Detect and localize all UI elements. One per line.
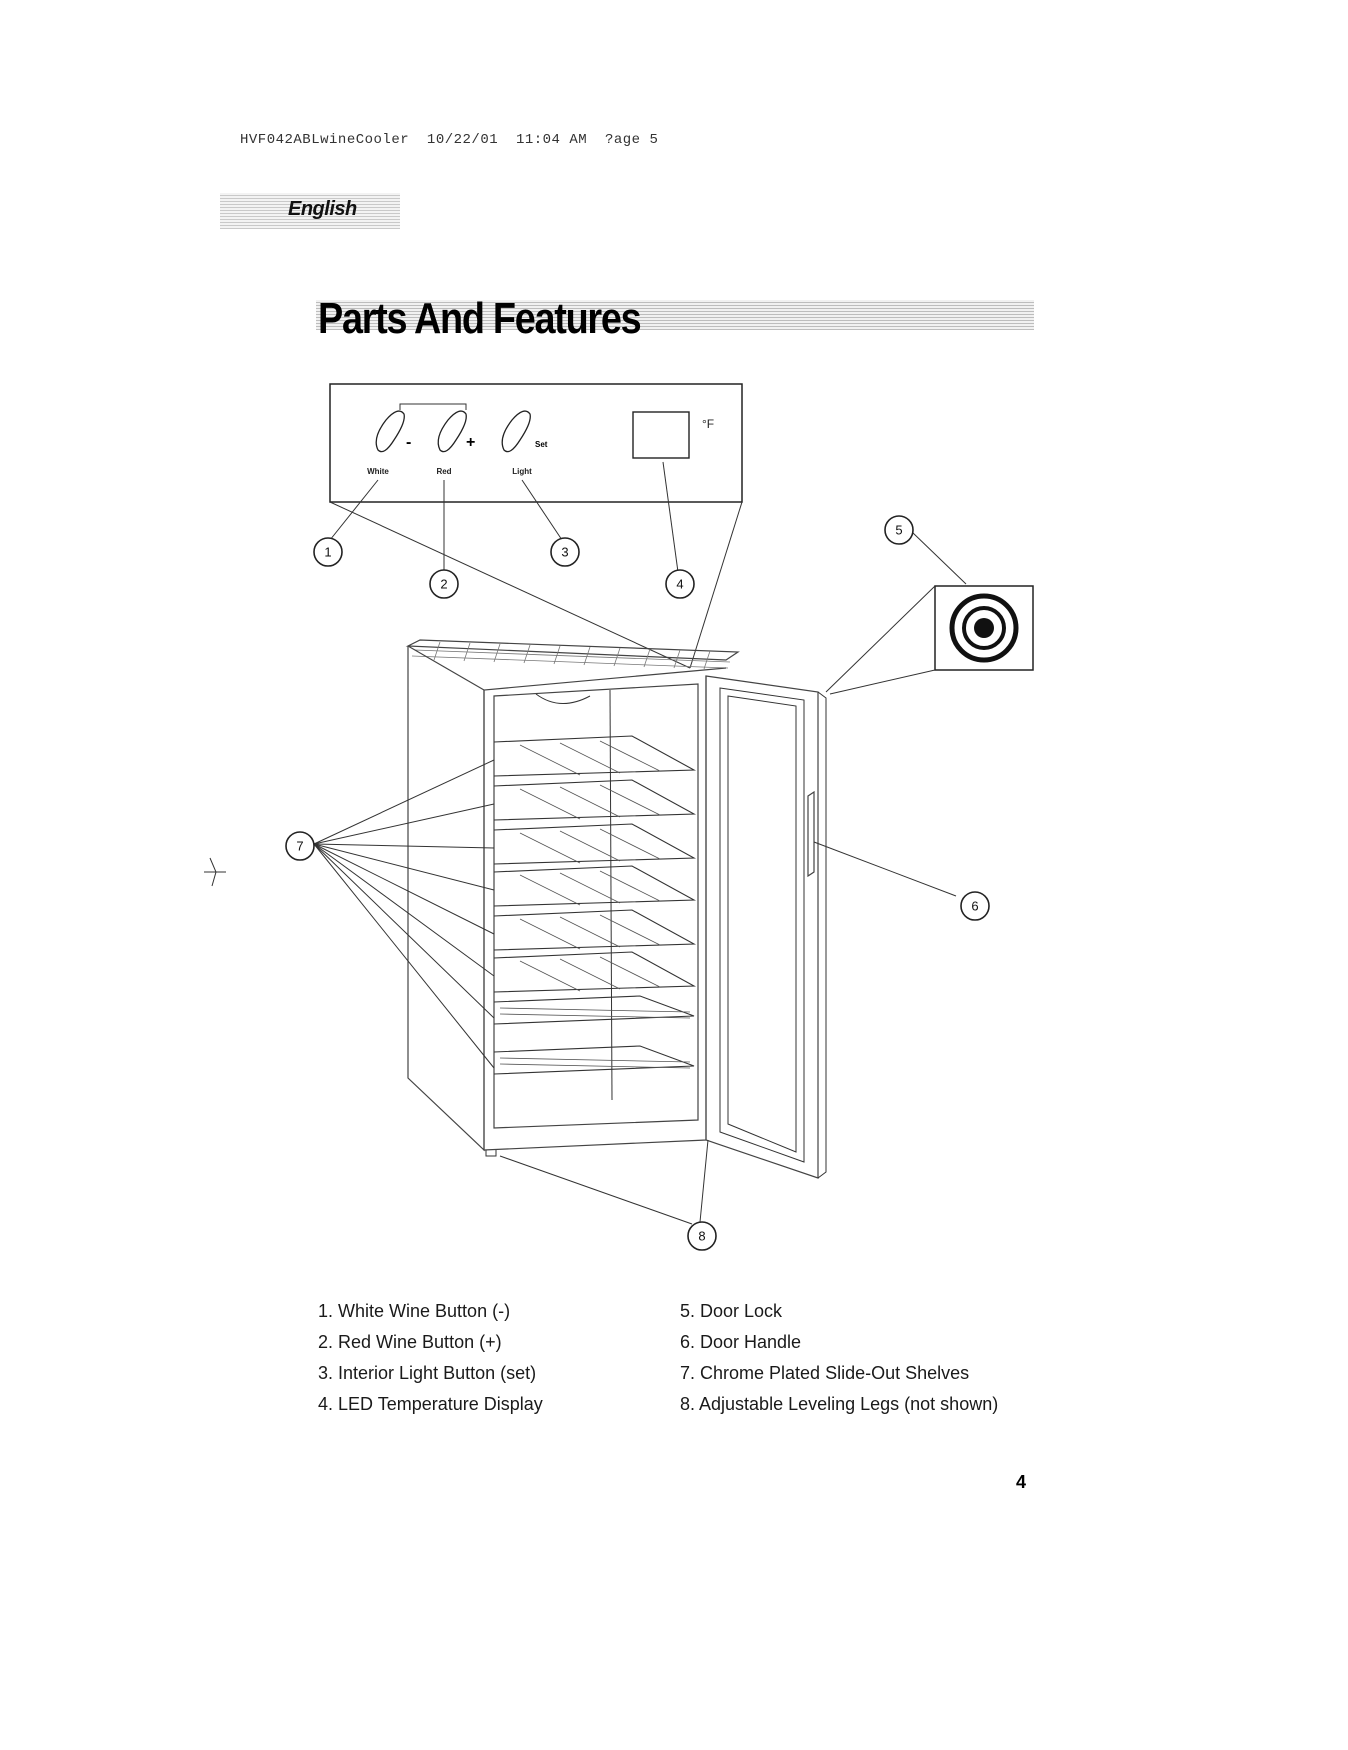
- control-panel: - White + Red Set Light °F: [329, 383, 743, 503]
- language-tab: English: [220, 193, 400, 229]
- light-button-label: Light: [512, 467, 532, 476]
- door-lock-inset: [934, 585, 1034, 671]
- red-wine-button-symbol: +: [466, 434, 475, 451]
- list-item: 7. Chrome Plated Slide-Out Shelves: [680, 1363, 970, 1383]
- shelves: [493, 735, 697, 1075]
- door: [705, 675, 827, 1179]
- red-wine-button: + Red: [436, 410, 475, 476]
- list-item: 6. Door Handle: [680, 1332, 802, 1352]
- led-display: °F: [632, 411, 714, 459]
- svg-text:2: 2: [440, 577, 447, 592]
- parts-list-left: 1. White Wine Button (-) 2. Red Wine But…: [318, 1296, 543, 1420]
- print-header: HVF042ABLwineCooler 10/22/01 11:04 AM ?a…: [240, 132, 659, 148]
- page-title: Parts And Features: [318, 294, 642, 343]
- callout-7-leaders: [313, 759, 495, 1069]
- list-item: 2. Red Wine Button (+): [318, 1332, 502, 1352]
- title-band: [316, 300, 1034, 330]
- svg-text:3: 3: [561, 545, 568, 560]
- white-wine-button: - White: [367, 410, 411, 476]
- white-wine-button-symbol: -: [406, 434, 411, 451]
- callout-2: 2: [429, 569, 459, 599]
- light-button: Set Light: [501, 410, 548, 476]
- svg-text:4: 4: [676, 577, 683, 592]
- parts-list-right: 5. Door Lock 6. Door Handle 7. Chrome Pl…: [680, 1296, 998, 1420]
- list-item: 4. LED Temperature Display: [318, 1394, 543, 1414]
- red-wine-button-label: Red: [436, 467, 451, 476]
- callout-5: 5: [884, 515, 914, 545]
- callout-8: 8: [687, 1221, 717, 1251]
- list-item: 1. White Wine Button (-): [318, 1301, 511, 1321]
- list-item: 3. Interior Light Button (set): [318, 1363, 537, 1383]
- light-button-symbol: Set: [535, 440, 548, 449]
- display-unit: °F: [702, 417, 714, 431]
- callout-1: 1: [313, 537, 343, 567]
- list-item: 5. Door Lock: [680, 1301, 783, 1321]
- language-tab-label: English: [288, 198, 357, 220]
- white-wine-button-label: White: [367, 467, 389, 476]
- svg-text:8: 8: [698, 1229, 705, 1244]
- svg-text:7: 7: [296, 839, 303, 854]
- svg-text:5: 5: [895, 523, 902, 538]
- svg-text:6: 6: [971, 899, 978, 914]
- callout-4: 4: [665, 569, 695, 599]
- callout-7: 7: [285, 831, 315, 861]
- wine-cooler-cabinet: [405, 639, 827, 1179]
- list-item: 8. Adjustable Leveling Legs (not shown): [680, 1394, 999, 1414]
- callout-3: 3: [550, 537, 580, 567]
- page-number: 4: [1016, 1472, 1027, 1492]
- svg-text:1: 1: [324, 545, 331, 560]
- callout-6: 6: [960, 891, 990, 921]
